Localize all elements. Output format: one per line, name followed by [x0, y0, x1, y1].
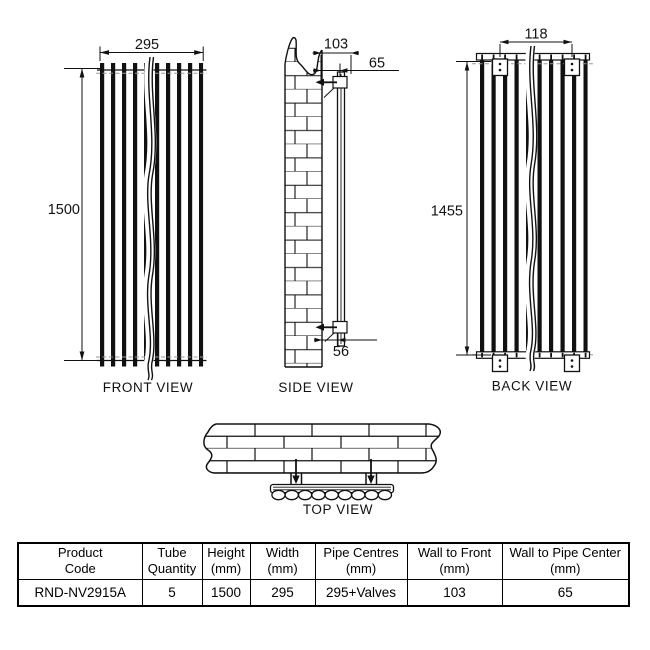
front-view: 295 1500 FRONT VIEW — [48, 37, 207, 395]
side-view-label: SIDE VIEW — [278, 380, 353, 395]
top-view: TOP VIEW — [203, 423, 441, 517]
top-hanger-brackets — [290, 473, 378, 485]
side-bottom-bracket — [315, 320, 348, 342]
side-view: 103 65 56 SIDE VIEW — [278, 36, 399, 395]
side-bottom-pipe-dimension — [314, 334, 377, 346]
cell-width: 295 — [249, 578, 316, 606]
side-wall-to-front-dimension — [312, 50, 359, 80]
top-tube-sections — [271, 489, 393, 501]
front-width-dimension — [99, 46, 204, 61]
back-bracket-height-dimension — [456, 61, 491, 356]
top-fixing-arrows — [292, 459, 375, 484]
front-height-dimension — [64, 68, 102, 361]
side-wall-bricks — [285, 38, 322, 367]
spec-table-data-row: RND-NV2915A 5 1500 295 295+Valves 103 65 — [17, 578, 630, 606]
top-view-label: TOP VIEW — [303, 502, 373, 517]
back-bracket-centres-dim-label: 118 — [524, 27, 547, 43]
back-break-line — [525, 45, 538, 374]
cell-product-code: RND-NV2915A — [17, 578, 143, 606]
side-wall-outline — [284, 36, 323, 368]
back-bracket-centres-dimension — [499, 39, 573, 57]
cell-pipe-centres: 295+Valves — [314, 578, 408, 606]
top-wall-bricks — [203, 424, 441, 473]
back-mounting-brackets — [491, 58, 581, 373]
back-view: 118 1455 BACK VIEW — [431, 27, 593, 394]
side-wall-to-front-dim-label: 103 — [324, 37, 348, 53]
cell-wall-to-front: 103 — [406, 578, 503, 606]
col-header-width: Width(mm) — [249, 542, 316, 580]
cell-wall-to-pipe-center: 65 — [501, 578, 630, 606]
back-view-label: BACK VIEW — [492, 379, 572, 394]
front-width-dim-label: 295 — [135, 37, 159, 53]
cell-tube-quantity: 5 — [141, 578, 203, 606]
cell-height: 1500 — [201, 578, 251, 606]
side-top-bracket — [315, 75, 348, 98]
back-bracket-height-dim-label: 1455 — [431, 204, 463, 220]
front-break-line — [143, 56, 157, 383]
col-header-wall-to-pipe-center: Wall to Pipe Center(mm) — [501, 542, 630, 580]
col-header-wall-to-front: Wall to Front(mm) — [406, 542, 503, 580]
side-wall-to-pipe-dimension — [313, 63, 399, 77]
col-header-pipe-centres: Pipe Centres(mm) — [314, 542, 408, 580]
col-header-height: Height(mm) — [201, 542, 251, 580]
side-bottom-pipe-dim-label: 56 — [333, 344, 349, 360]
top-wall-outline — [203, 423, 441, 474]
side-wall-to-pipe-dim-label: 65 — [369, 56, 385, 72]
front-view-label: FRONT VIEW — [103, 380, 194, 395]
front-height-dim-label: 1500 — [48, 202, 80, 218]
